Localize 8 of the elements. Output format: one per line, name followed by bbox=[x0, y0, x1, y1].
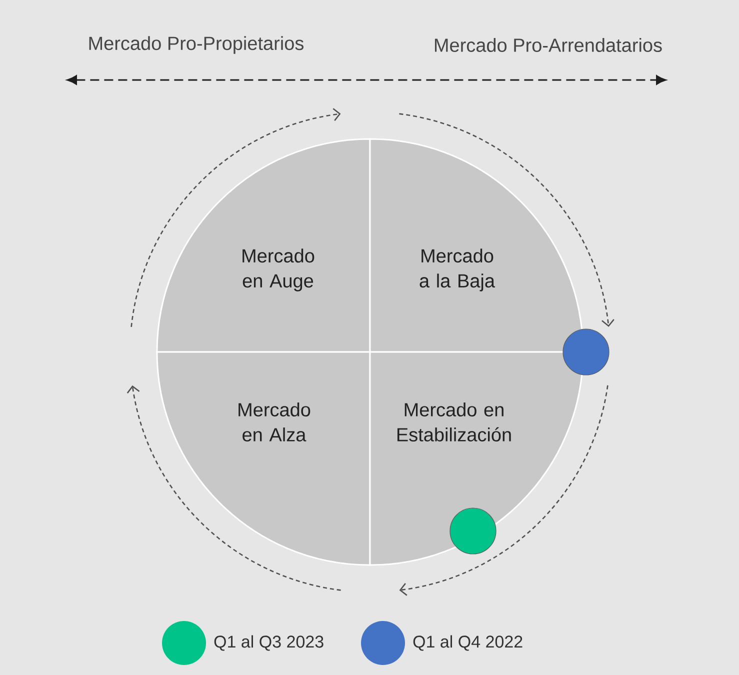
legend-label: Q1 al Q3 2023 bbox=[214, 635, 324, 651]
axis-label: Mercado Pro-Propietarios bbox=[89, 36, 304, 54]
quadrant: Mercado en Alza bbox=[156, 351, 371, 566]
quadrant: Mercado a la Baja bbox=[369, 138, 584, 353]
quadrant: Mercado en Estabilización bbox=[369, 351, 584, 566]
quadrant: Mercado en Auge bbox=[156, 138, 371, 353]
axis-label: Mercado Pro-Arrendatarios bbox=[434, 38, 662, 52]
legend-label: Q1 al Q4 2022 bbox=[413, 635, 522, 651]
